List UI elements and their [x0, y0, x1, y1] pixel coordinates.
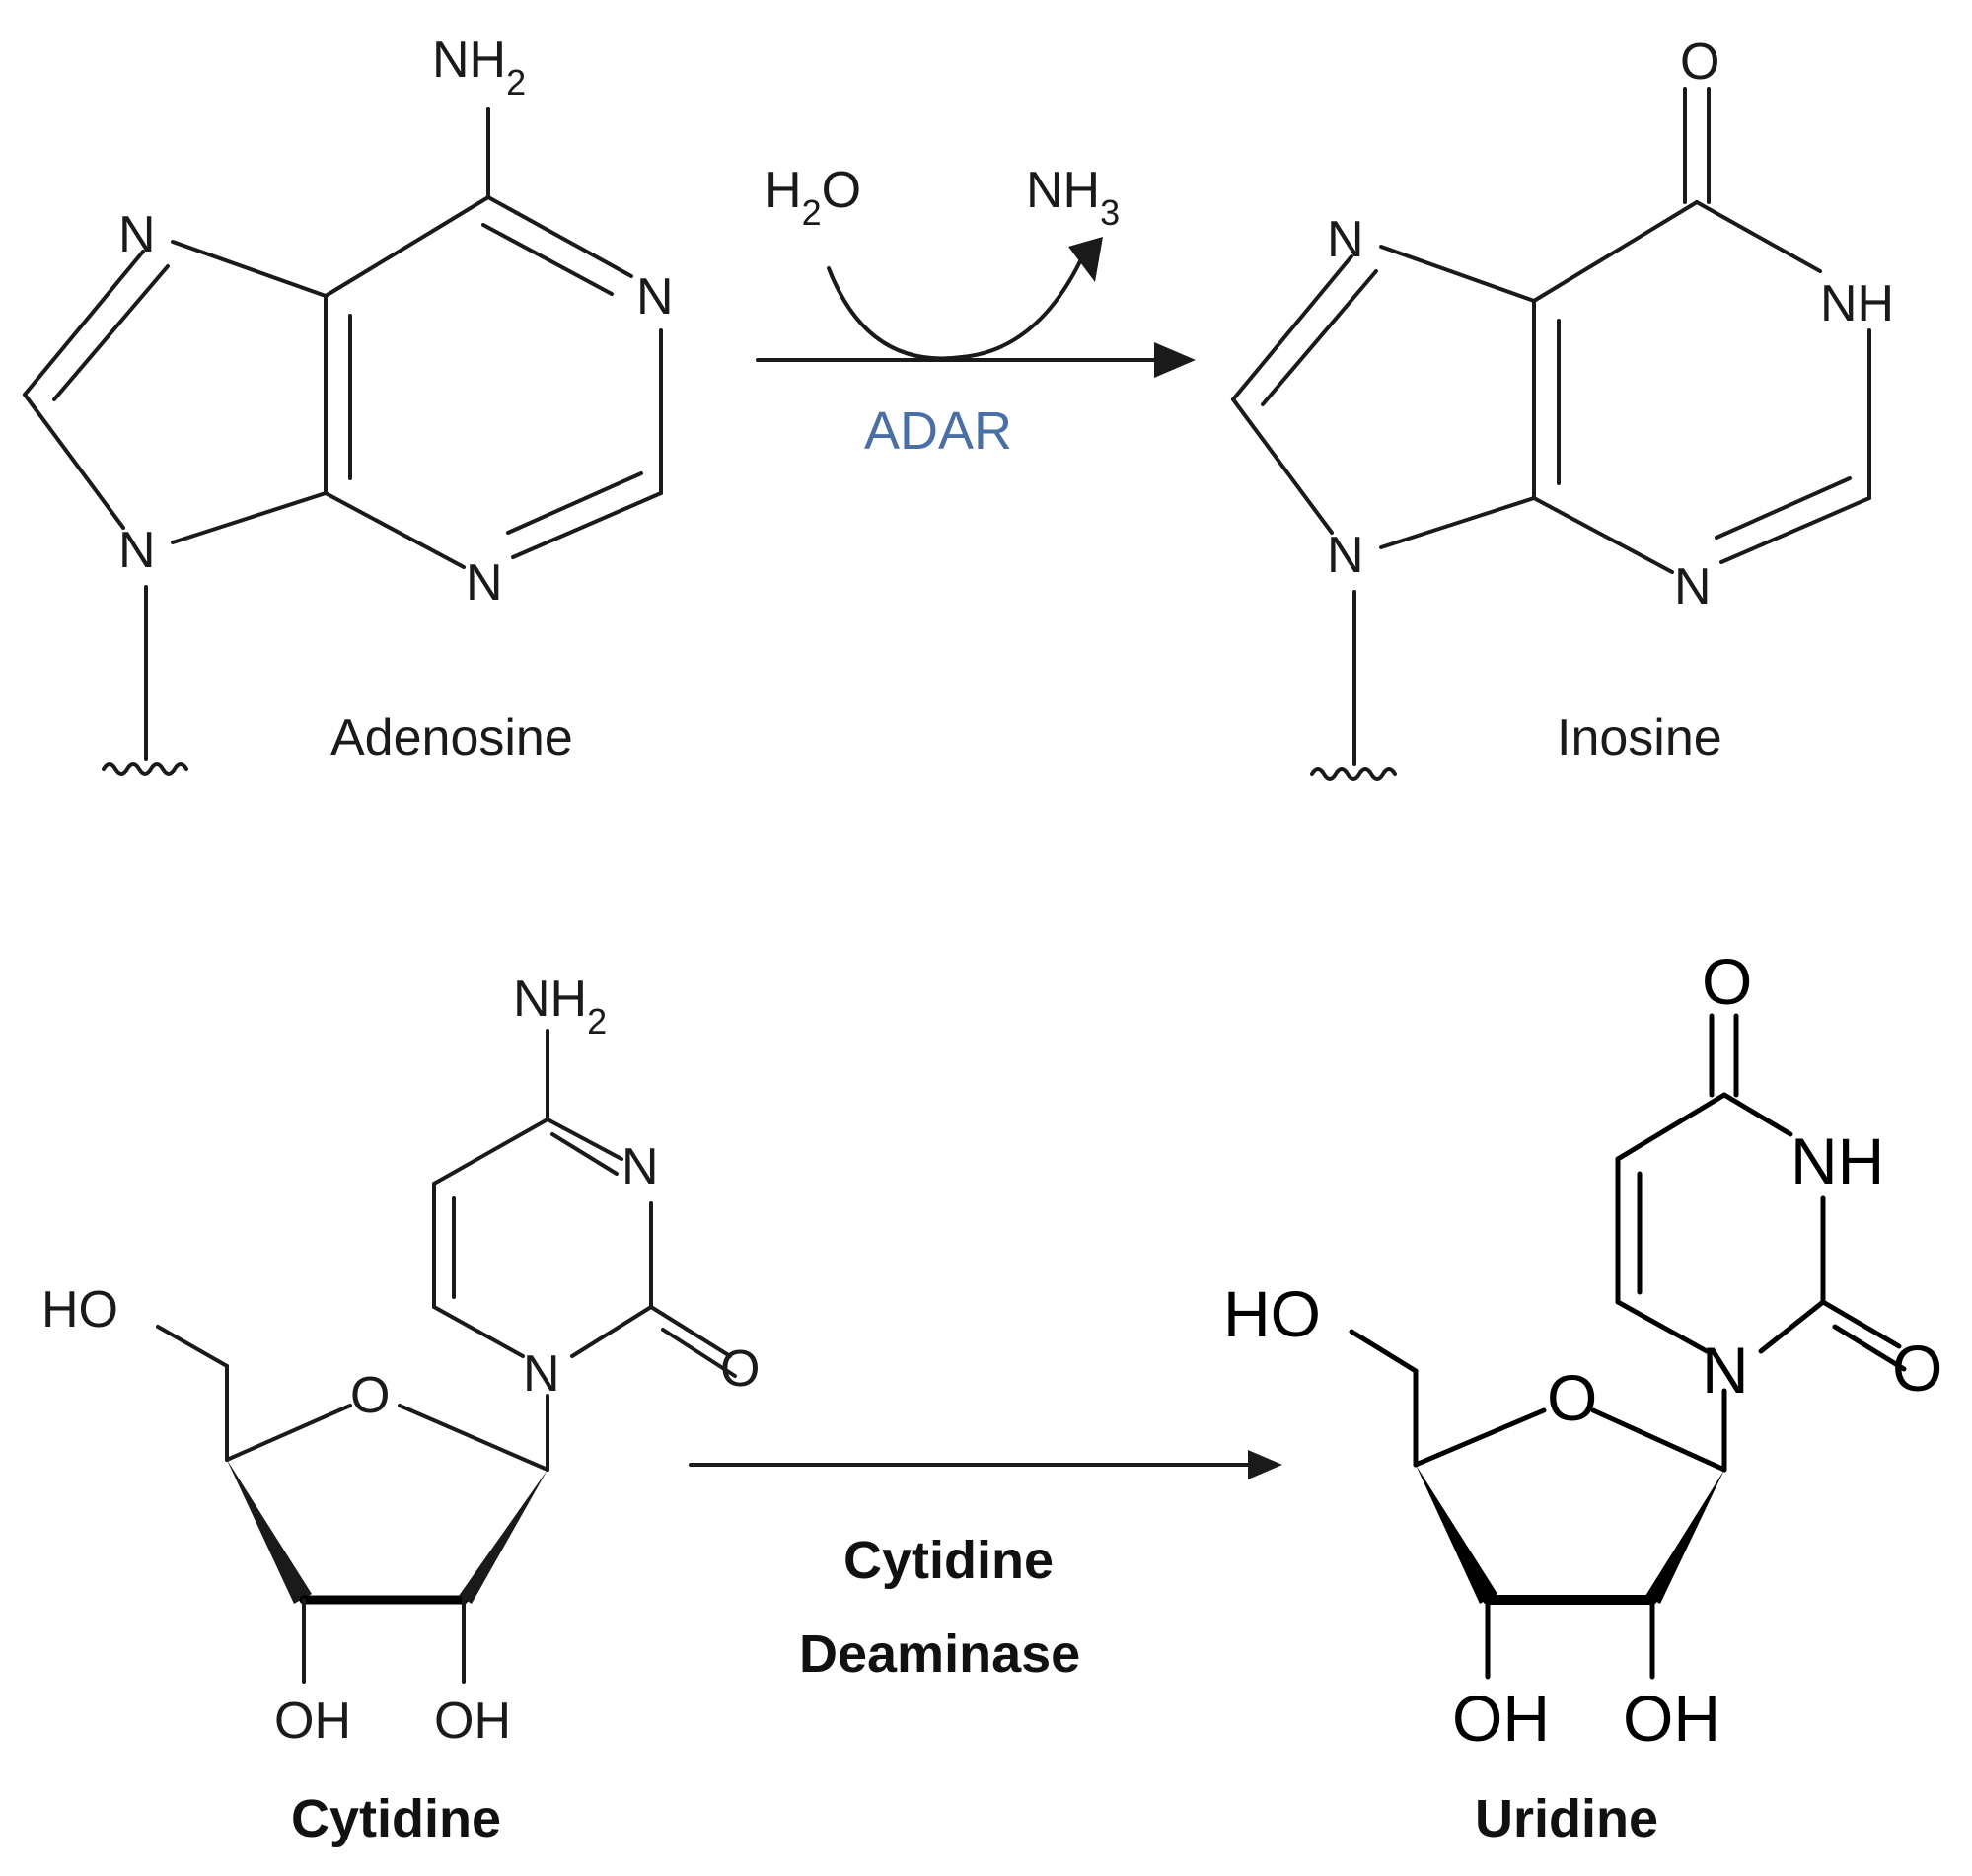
- inosine-n7: N: [1327, 211, 1364, 268]
- cytidine-n3: N: [621, 1138, 659, 1195]
- inosine-n3: N: [1674, 558, 1712, 615]
- water-label: H2O: [765, 162, 861, 233]
- uridine-5-hydroxyl: HO: [1223, 1277, 1321, 1350]
- cytidine-deaminase-label-line2: Deaminase: [799, 1624, 1080, 1684]
- inosine-label: Inosine: [1557, 709, 1722, 766]
- uridine-carbonyl-o2: O: [1892, 1332, 1942, 1405]
- inosine-nh: NH: [1820, 275, 1894, 332]
- cytidine-3-hydroxyl: OH: [434, 1693, 511, 1750]
- adenosine-n9: N: [118, 522, 156, 579]
- uridine-3-hydroxyl: OH: [1623, 1682, 1720, 1755]
- deaminase-arrow: [689, 1450, 1282, 1479]
- uridine-ring-oxygen: O: [1547, 1361, 1597, 1434]
- adar-enzyme-label: ADAR: [864, 401, 1012, 461]
- cytidine-ring-oxygen: O: [350, 1367, 390, 1424]
- adar-arrow: [756, 237, 1196, 378]
- inosine-carbonyl-o: O: [1680, 34, 1719, 91]
- adenosine-structure: [23, 107, 663, 776]
- cytidine-n1: N: [523, 1345, 560, 1403]
- adenosine-n7: N: [118, 206, 156, 263]
- adenosine-n3: N: [466, 554, 503, 612]
- cytidine-carbonyl-o: O: [720, 1340, 760, 1398]
- inosine-structure: [1231, 87, 1871, 781]
- uridine-carbonyl-o4: O: [1702, 945, 1752, 1018]
- cytidine-2-hydroxyl: OH: [274, 1693, 351, 1750]
- uridine-n1: N: [1702, 1334, 1749, 1407]
- cytidine-structure: [156, 1029, 737, 1684]
- uridine-nh: NH: [1790, 1124, 1884, 1197]
- cytidine-label: Cytidine: [291, 1789, 501, 1848]
- adenosine-n1: N: [636, 268, 674, 325]
- adenosine-amino-label: NH2: [432, 32, 526, 103]
- uridine-structure: [1349, 1013, 1907, 1680]
- cytidine-5-hydroxyl: HO: [41, 1281, 118, 1338]
- inosine-n9: N: [1327, 527, 1364, 584]
- cytidine-deaminase-label-line1: Cytidine: [843, 1531, 1054, 1590]
- uridine-label: Uridine: [1475, 1789, 1658, 1848]
- adenosine-label: Adenosine: [330, 709, 573, 766]
- uridine-2-hydroxyl: OH: [1452, 1682, 1550, 1755]
- ammonia-label: NH3: [1026, 162, 1120, 233]
- cytidine-amino-label: NH2: [513, 971, 607, 1042]
